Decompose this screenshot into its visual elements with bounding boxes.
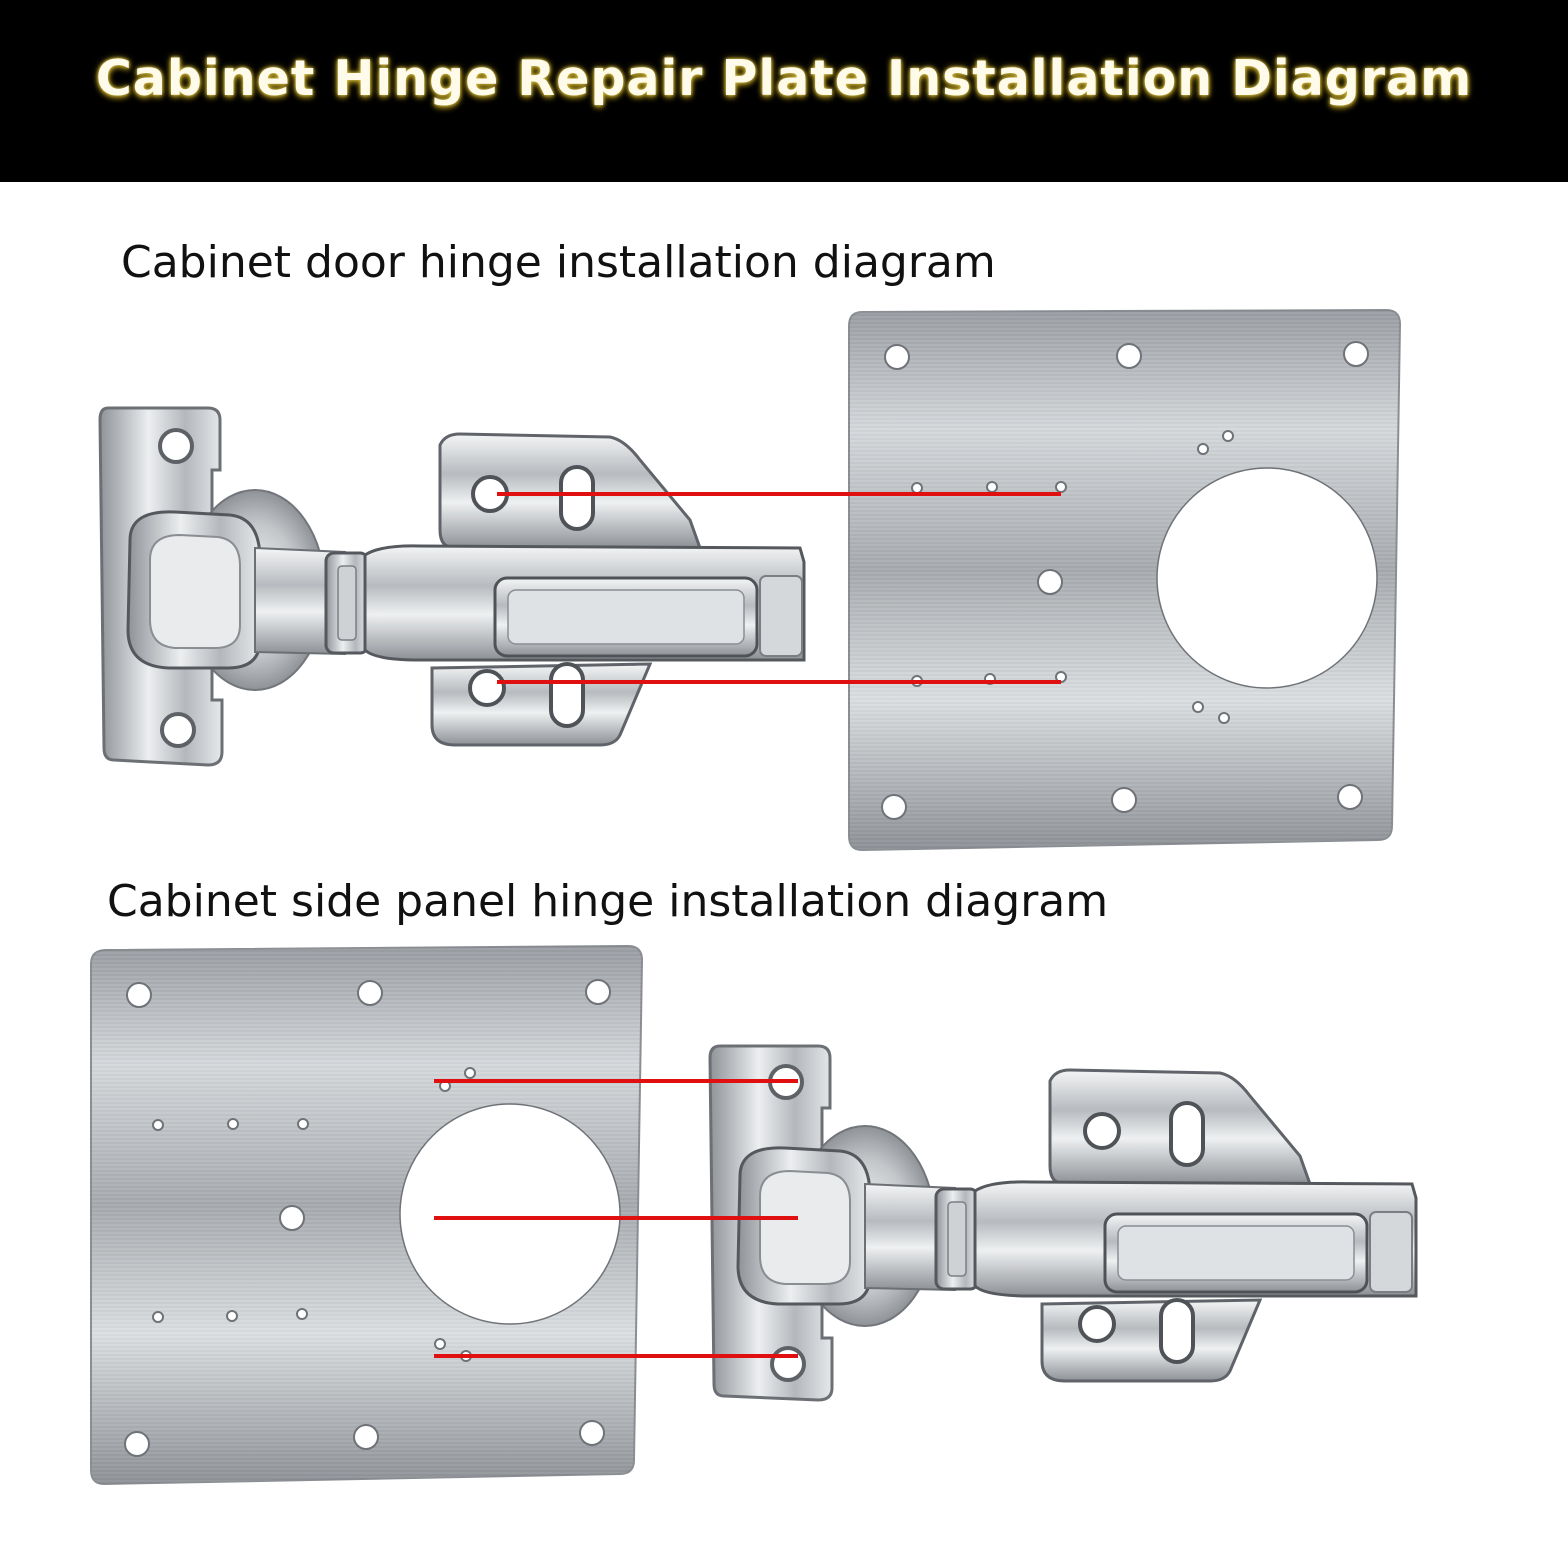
door-section-title: Cabinet door hinge installation diagram bbox=[121, 237, 996, 288]
side-panel-hinge bbox=[708, 1044, 1418, 1402]
door-hinge bbox=[98, 406, 806, 767]
side-repair-plate bbox=[90, 944, 644, 1486]
page-title: Cabinet Hinge Repair Plate Installation … bbox=[95, 50, 1473, 107]
side-panel-section-title: Cabinet side panel hinge installation di… bbox=[107, 876, 1109, 927]
door-repair-plate bbox=[848, 308, 1402, 852]
header-banner: Cabinet Hinge Repair Plate Installation … bbox=[0, 0, 1568, 182]
